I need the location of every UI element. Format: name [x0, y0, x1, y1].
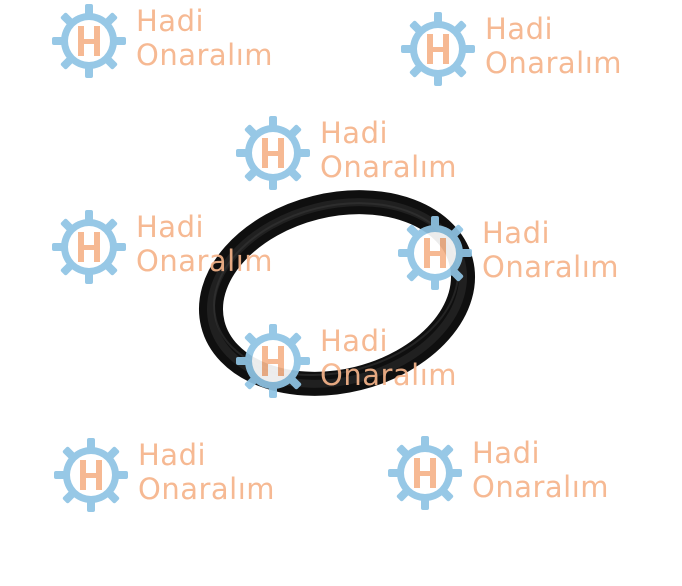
watermark: Hadi Onaralım — [50, 208, 300, 288]
watermark-text: Hadi Onaralım — [320, 116, 458, 184]
gear-h-logo-icon — [398, 216, 472, 290]
gear-h-logo-icon — [54, 438, 128, 512]
watermark-text: Hadi Onaralım — [138, 438, 276, 506]
watermark-text: Hadi Onaralım — [482, 216, 620, 284]
watermark: Hadi Onaralım — [396, 214, 646, 294]
watermark-text: Hadi Onaralım — [320, 324, 458, 392]
watermark-text: Hadi Onaralım — [136, 4, 274, 72]
watermark: Hadi Onaralım — [52, 436, 302, 516]
gear-h-logo-icon — [52, 210, 126, 284]
watermark: Hadi Onaralım — [234, 114, 484, 194]
watermark-text: Hadi Onaralım — [136, 210, 274, 278]
watermark: Hadi Onaralım — [386, 434, 636, 514]
watermark-text: Hadi Onaralım — [472, 436, 610, 504]
watermark: Hadi Onaralım — [50, 2, 300, 82]
watermark-text: Hadi Onaralım — [485, 12, 623, 80]
watermark: Hadi Onaralım — [234, 322, 484, 402]
watermark: Hadi Onaralım — [399, 10, 649, 90]
gear-h-logo-icon — [52, 4, 126, 78]
gear-h-logo-icon — [236, 116, 310, 190]
gear-h-logo-icon — [236, 324, 310, 398]
gear-h-logo-icon — [388, 436, 462, 510]
gear-h-logo-icon — [401, 12, 475, 86]
